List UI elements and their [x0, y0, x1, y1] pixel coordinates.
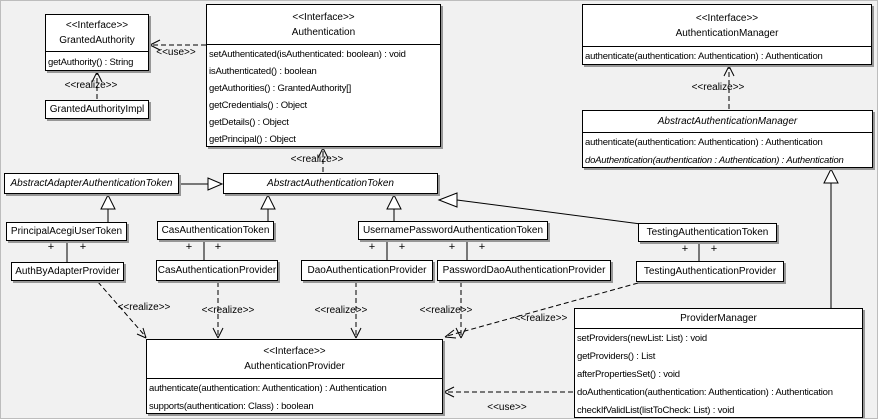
method: supports(authentication: Class) : boolea… [149, 401, 314, 412]
class-name: AbstractAuthenticationToken [267, 178, 394, 189]
class-name: CasAuthenticationProvider [157, 265, 277, 276]
method: setProviders(newList: List) : void [577, 333, 707, 344]
association-end-plus[interactable]: + [398, 241, 406, 253]
class-abstract-adapter-authentication-token[interactable]: AbstractAdapterAuthenticationToken [4, 173, 179, 194]
realize-label[interactable]: <<realize>> [514, 313, 568, 324]
class-name: AuthenticationProvider [244, 361, 345, 372]
stereotype-label: <<Interface>> [65, 20, 129, 31]
class-name: PasswordDaoAuthenticationProvider [442, 265, 606, 276]
method: getAuthorities() : GrantedAuthority[] [209, 83, 352, 94]
class-name: GrantedAuthority [59, 35, 135, 46]
stereotype-label: <<Interface>> [695, 12, 759, 24]
edge-use-providermanager-authenticationprovider[interactable] [443, 386, 573, 398]
class-name: TestingAuthenticationProvider [643, 266, 777, 277]
edge-generalization-testingtoken-abstracttoken[interactable] [437, 192, 642, 225]
class-cas-authentication-provider[interactable]: CasAuthenticationProvider [156, 260, 278, 281]
class-principal-acegi-user-token[interactable]: PrincipalAcegiUserToken [6, 222, 127, 241]
class-provider-manager[interactable]: ProviderManager setProviders(newList: Li… [574, 308, 863, 418]
realize-label[interactable]: <<realize>> [290, 154, 344, 165]
realize-label[interactable]: <<realize>> [314, 305, 368, 316]
method: afterPropertiesSet() : void [577, 369, 680, 380]
class-name: Authentication [291, 26, 356, 38]
class-abstract-authentication-manager[interactable]: AbstractAuthenticationManager authentica… [582, 110, 873, 168]
method: authenticate(authentication: Authenticat… [149, 383, 387, 394]
method: isAuthenticated() : boolean [209, 66, 317, 77]
stereotype-label: <<Interface>> [292, 11, 355, 23]
class-name: UsernamePasswordAuthenticationToken [362, 225, 544, 236]
edge-generalization-usernamepasswordtoken-abstracttoken[interactable] [386, 193, 402, 221]
class-granted-authority-impl[interactable]: GrantedAuthorityImpl [45, 100, 149, 119]
class-name: PrincipalAcegiUserToken [10, 226, 123, 237]
method: setAuthenticated(isAuthenticated: boolea… [209, 49, 406, 60]
method: getAuthority() : String [48, 57, 134, 68]
edge-generalization-castoken-abstracttoken[interactable] [260, 193, 276, 221]
class-name: CasAuthenticationToken [161, 225, 270, 236]
class-auth-by-adapter-provider[interactable]: AuthByAdapterProvider [11, 262, 124, 281]
class-name: AbstractAuthenticationManager [657, 116, 798, 127]
class-abstract-authentication-token[interactable]: AbstractAuthenticationToken [223, 173, 438, 194]
method-abstract: doAuthentication(authentication : Authen… [585, 155, 844, 166]
association-end-plus[interactable]: + [478, 241, 486, 253]
realize-label[interactable]: <<realize>> [201, 305, 255, 316]
edge-use-authentication-grantedauthority[interactable] [149, 39, 206, 51]
edge-generalization-principalacegiusertoken-abstractadaptertoken[interactable] [100, 193, 116, 222]
method: doAuthentication(authentication: Authent… [577, 387, 833, 398]
class-name: DaoAuthenticationProvider [307, 265, 427, 276]
edge-realize-abstracttoken-authentication[interactable] [317, 147, 329, 172]
edge-realize-abstractauthmanager-authenticationmanager[interactable] [723, 65, 735, 109]
edge-realize-casprovider-authenticationprovider[interactable] [212, 282, 224, 339]
realize-label[interactable]: <<realize>> [419, 305, 473, 316]
association-end-plus[interactable]: + [368, 241, 376, 253]
edge-generalization-providermanager-abstractauthenticationmanager[interactable] [823, 167, 839, 308]
class-name: AuthenticationManager [675, 27, 779, 39]
method: checkIfValidList(listToCheck: List) : vo… [577, 405, 735, 416]
method: getPrincipal() : Object [209, 134, 296, 145]
association-end-plus[interactable]: + [710, 243, 718, 255]
association-end-plus[interactable]: + [185, 241, 193, 253]
class-authentication-manager[interactable]: <<Interface>> AuthenticationManager auth… [582, 4, 872, 65]
class-username-password-authentication-token[interactable]: UsernamePasswordAuthenticationToken [358, 221, 548, 240]
method: authenticate(authentication: Authenticat… [585, 137, 823, 148]
association-end-plus[interactable]: + [79, 241, 87, 253]
use-label[interactable]: <<use>> [156, 47, 196, 58]
method: authenticate(authentication: Authenticat… [585, 51, 823, 62]
method: getProviders() : List [577, 351, 656, 362]
use-label[interactable]: <<use>> [487, 402, 527, 413]
realize-label[interactable]: <<realize>> [691, 82, 745, 93]
class-name: AuthByAdapterProvider [15, 266, 120, 277]
class-name: ProviderManager [680, 313, 757, 324]
edge-realize-authbyadapterprovider-authenticationprovider[interactable] [97, 281, 147, 339]
class-name: GrantedAuthorityImpl [49, 104, 145, 115]
class-cas-authentication-token[interactable]: CasAuthenticationToken [157, 221, 274, 240]
association-end-plus[interactable]: + [448, 241, 456, 253]
class-authentication[interactable]: <<Interface>> Authentication setAuthenti… [206, 4, 441, 147]
edge-generalization-abstractadaptertoken-abstracttoken[interactable] [179, 177, 224, 191]
method: getDetails() : Object [209, 117, 289, 128]
class-testing-authentication-token[interactable]: TestingAuthenticationToken [638, 223, 777, 242]
association-end-plus[interactable]: + [214, 241, 222, 253]
class-authentication-provider[interactable]: <<Interface>> AuthenticationProvider aut… [146, 339, 443, 414]
edge-realize-daoprovider-authenticationprovider[interactable] [350, 282, 362, 339]
stereotype-label: <<Interface>> [263, 346, 326, 357]
association-end-plus[interactable]: + [47, 241, 55, 253]
class-password-dao-authentication-provider[interactable]: PasswordDaoAuthenticationProvider [437, 260, 611, 281]
class-testing-authentication-provider[interactable]: TestingAuthenticationProvider [636, 261, 784, 282]
edge-realize-testingprovider-authenticationprovider[interactable] [444, 282, 639, 339]
edge-realize-grantedauthorityimpl-grantedauthority[interactable] [91, 71, 103, 99]
class-name: AbstractAdapterAuthenticationToken [10, 178, 173, 189]
class-granted-authority[interactable]: <<Interface>> GrantedAuthority getAuthor… [45, 14, 149, 71]
realize-label[interactable]: <<realize>> [117, 302, 171, 313]
association-end-plus[interactable]: + [681, 243, 689, 255]
realize-label[interactable]: <<realize>> [64, 80, 118, 91]
method: getCredentials() : Object [209, 100, 307, 111]
class-name: TestingAuthenticationToken [646, 227, 769, 238]
class-dao-authentication-provider[interactable]: DaoAuthenticationProvider [301, 260, 433, 281]
